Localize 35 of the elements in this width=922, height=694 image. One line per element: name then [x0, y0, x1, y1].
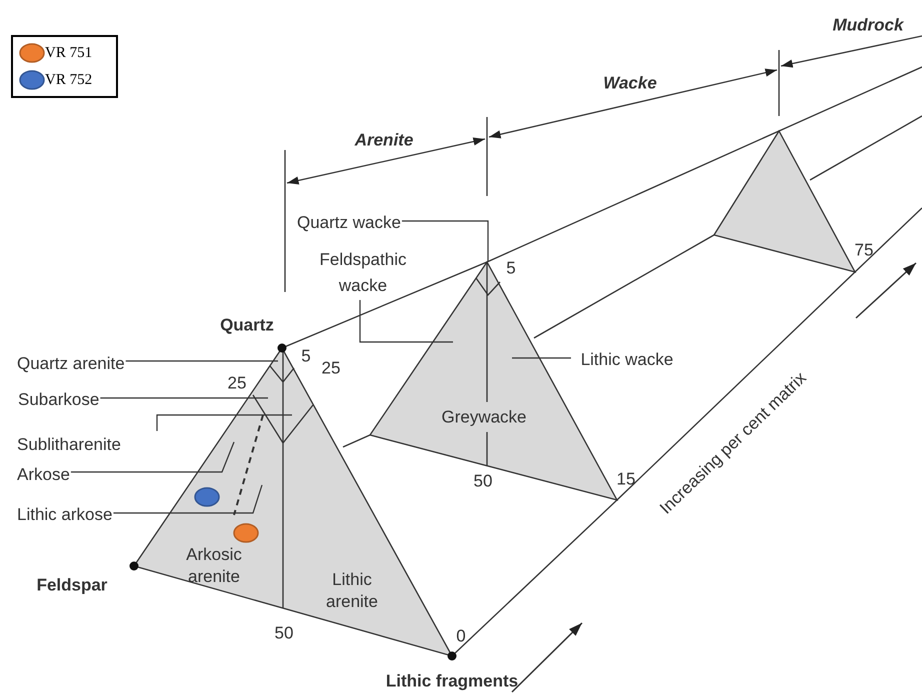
legend-label: VR 752 [45, 72, 92, 88]
percent-label: 25 [322, 358, 340, 378]
percent-label: 75 [854, 240, 874, 260]
percent-label: 0 [456, 626, 466, 646]
rock-name-label: Subarkose [18, 387, 100, 412]
field-label: Greywacke [441, 406, 527, 428]
zone-label: Wacke [603, 72, 657, 94]
rock-name-label: Sublitharenite [17, 432, 121, 457]
leader-line [359, 300, 453, 343]
legend-label: VR 751 [45, 44, 92, 62]
rock-name-label: Quartz arenite [17, 351, 125, 376]
percent-label: 5 [506, 258, 516, 278]
zone-label: Mudrock [832, 14, 904, 36]
percent-label: 5 [301, 346, 311, 366]
rock-name-label: Feldspathic wacke [298, 247, 428, 299]
percent-label: 15 [616, 468, 636, 490]
percent-label: 50 [474, 470, 492, 492]
rock-name-label: Arkose [17, 462, 70, 487]
leader-line [126, 360, 278, 362]
vertex-label: Lithic fragments [386, 670, 518, 692]
leader-line [156, 414, 292, 431]
rock-name-label: Lithic arkose [17, 502, 112, 527]
zone-label: Arenite [354, 130, 414, 150]
leader-line [113, 484, 263, 514]
percent-label: 25 [228, 372, 246, 394]
field-label: Lithic arenite [325, 569, 379, 613]
vertex-label: Feldspar [36, 574, 108, 596]
leader-line [512, 357, 571, 359]
percent-label: 50 [274, 622, 294, 644]
vertex-label: Quartz [220, 314, 274, 336]
rock-name-label: Quartz wacke [297, 210, 401, 235]
field-label: Arkosic arenite [185, 544, 243, 588]
leader-line [402, 220, 489, 262]
leader-line [70, 442, 235, 473]
leader-line [100, 397, 268, 399]
